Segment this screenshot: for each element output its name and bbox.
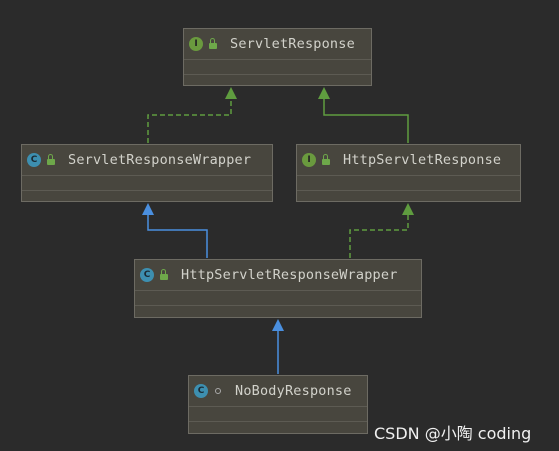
divider [184, 74, 371, 75]
edge-httpservletresponse-extends-servletresponse [323, 99, 409, 143]
node-header: I HttpServletResponse [297, 145, 520, 175]
divider [297, 175, 520, 176]
divider [135, 290, 421, 291]
arrowhead-httpservletresponsewrapper [272, 319, 284, 331]
public-lock-icon [320, 154, 332, 166]
divider [297, 190, 520, 191]
node-servletresponsewrapper[interactable]: C ServletResponseWrapper [21, 144, 273, 202]
node-label: NoBodyResponse [235, 383, 352, 399]
node-label: ServletResponse [230, 36, 355, 52]
edge-httpservletresponsewrapper-extends-servletresponsewrapper [147, 215, 208, 258]
edge-servletresponsewrapper-implements-servletresponse [147, 99, 232, 143]
node-header: C ServletResponseWrapper [22, 145, 272, 175]
node-header: C HttpServletResponseWrapper [135, 260, 421, 290]
divider [189, 421, 367, 422]
arrowhead-servletresponse-left [225, 87, 237, 99]
node-header: C NoBodyResponse [189, 376, 367, 406]
class-icon: C [140, 268, 154, 282]
interface-icon: I [302, 153, 316, 167]
node-nobodyresponse[interactable]: C NoBodyResponse [188, 375, 368, 434]
edge-httpservletresponsewrapper-implements-httpservletresponse [349, 215, 409, 258]
package-private-circle-icon [212, 385, 224, 397]
interface-icon: I [189, 37, 203, 51]
divider [135, 305, 421, 306]
node-httpservletresponse[interactable]: I HttpServletResponse [296, 144, 521, 202]
node-servletresponse[interactable]: I ServletResponse [183, 28, 372, 86]
divider [22, 175, 272, 176]
divider [184, 59, 371, 60]
watermark: CSDN @小陶 coding [374, 424, 532, 443]
arrowhead-servletresponsewrapper [142, 203, 154, 215]
class-icon: C [27, 153, 41, 167]
node-label: ServletResponseWrapper [68, 152, 252, 168]
class-icon: C [194, 384, 208, 398]
node-label: HttpServletResponseWrapper [181, 267, 398, 283]
node-header: I ServletResponse [184, 29, 371, 59]
node-label: HttpServletResponse [343, 152, 502, 168]
arrowhead-httpservletresponse [402, 203, 414, 215]
arrowhead-servletresponse-right [318, 87, 330, 99]
public-lock-icon [45, 154, 57, 166]
public-lock-icon [158, 269, 170, 281]
divider [22, 190, 272, 191]
divider [189, 406, 367, 407]
public-lock-icon [207, 38, 219, 50]
node-httpservletresponsewrapper[interactable]: C HttpServletResponseWrapper [134, 259, 422, 318]
